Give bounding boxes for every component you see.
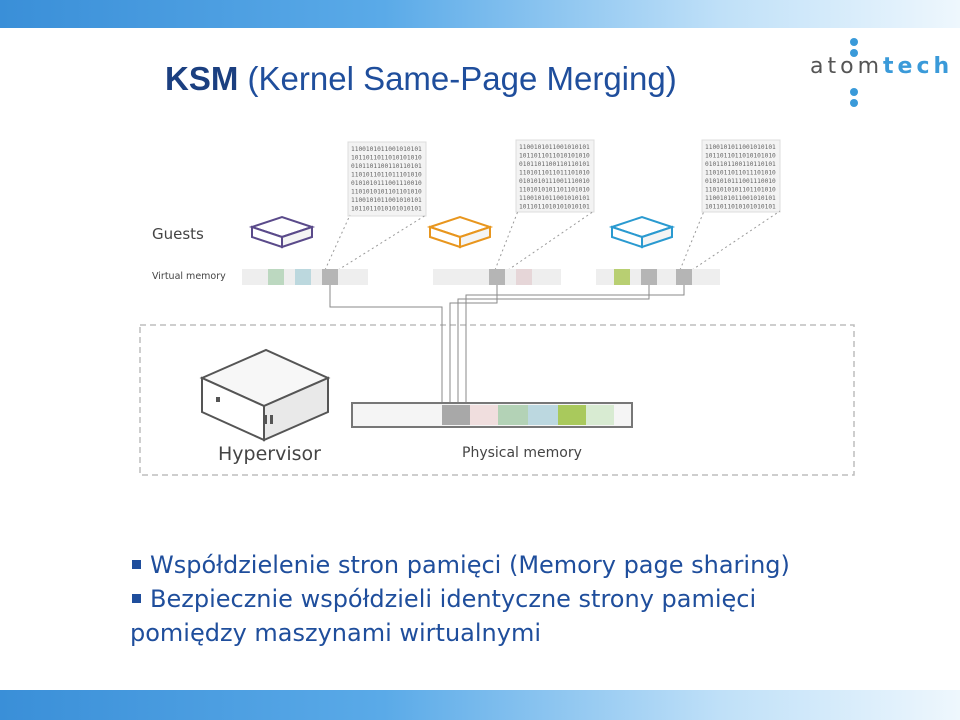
- guests-label: Guests: [152, 225, 204, 243]
- logo-dot-top: [850, 38, 858, 46]
- binary-line: 1100101011001010101: [351, 197, 422, 204]
- binary-line: 1100101011001010101: [519, 144, 590, 151]
- physical-memory-strip: [351, 402, 633, 428]
- binary-line: 1101010101101101010: [519, 187, 590, 194]
- binary-line: 1100101011001010101: [519, 195, 590, 202]
- connector-lines: [329, 285, 685, 403]
- binary-line: 0101010111001110010: [705, 178, 776, 185]
- logo-dot-bottom: [850, 99, 858, 107]
- logo-text: atomtech: [810, 54, 953, 79]
- binary-line: 1011011011010101010: [351, 155, 422, 162]
- title-rest: (Kernel Same-Page Merging): [247, 60, 677, 97]
- hypervisor-boundary: [139, 324, 855, 476]
- logo-dot-3: [850, 88, 858, 96]
- virtual-memory-strip-2: [433, 269, 561, 285]
- binary-line: 1011011011010101010: [705, 153, 776, 160]
- bullet-list: Współdzielenie stron pamięci (Memory pag…: [130, 548, 930, 650]
- binary-line: 1101011011011101010: [351, 172, 422, 179]
- binary-line: 0101101100110110101: [705, 161, 776, 168]
- binary-line: 0101101100110110101: [519, 161, 590, 168]
- hypervisor-label: Hypervisor: [218, 443, 321, 465]
- hypervisor-server: [199, 348, 331, 442]
- atomtech-logo: atomtech: [810, 38, 960, 108]
- guest-server-2: [426, 215, 494, 249]
- binary-line: 1101010101101101010: [705, 187, 776, 194]
- binary-line: 0101010111001110010: [519, 178, 590, 185]
- slide-title: KSM (Kernel Same-Page Merging): [165, 60, 677, 98]
- virtual-memory-label: Virtual memory: [152, 271, 226, 282]
- binary-line: 1011011011010101010: [519, 153, 590, 160]
- bullet-marker: [132, 560, 141, 569]
- bullet-text-2: Bezpiecznie współdzieli identyczne stron…: [150, 585, 757, 613]
- bullet-text-1: Współdzielenie stron pamięci (Memory pag…: [150, 551, 790, 579]
- top-gradient-bar: [0, 0, 960, 28]
- page-dotted-lines: [324, 210, 781, 271]
- bullet-item-2: Bezpiecznie współdzieli identyczne stron…: [130, 582, 930, 650]
- bullet-marker: [132, 594, 141, 603]
- binary-line: 1011011010101010101: [705, 204, 776, 211]
- binary-line: 1100101011001010101: [705, 195, 776, 202]
- title-acronym: KSM: [165, 60, 239, 97]
- binary-line: 0101010111001110010: [351, 180, 422, 187]
- bottom-gradient-bar: [0, 690, 960, 720]
- bullet-item-1: Współdzielenie stron pamięci (Memory pag…: [130, 548, 930, 582]
- physical-memory-label: Physical memory: [462, 445, 582, 461]
- logo-text-b: tech: [883, 54, 954, 79]
- binary-line: 1100101011001010101: [351, 146, 422, 153]
- guest-server-3: [608, 215, 676, 249]
- binary-line: 1100101011001010101: [705, 144, 776, 151]
- binary-line: 1101011011011101010: [519, 170, 590, 177]
- binary-line: 1101010101101101010: [351, 189, 422, 196]
- virtual-memory-strip-3: [596, 269, 720, 285]
- binary-line: 1011011010101010101: [519, 204, 590, 211]
- binary-line: 1101011011011101010: [705, 170, 776, 177]
- binary-line: 0101101100110110101: [351, 163, 422, 170]
- logo-text-a: atom: [810, 54, 883, 79]
- binary-line: 1011011010101010101: [351, 206, 422, 213]
- guest-server-1: [248, 215, 316, 249]
- virtual-memory-strip-1: [242, 269, 368, 285]
- bullet-text-2-continued: pomiędzy maszynami wirtualnymi: [130, 619, 541, 647]
- logo-dot-2: [850, 49, 858, 57]
